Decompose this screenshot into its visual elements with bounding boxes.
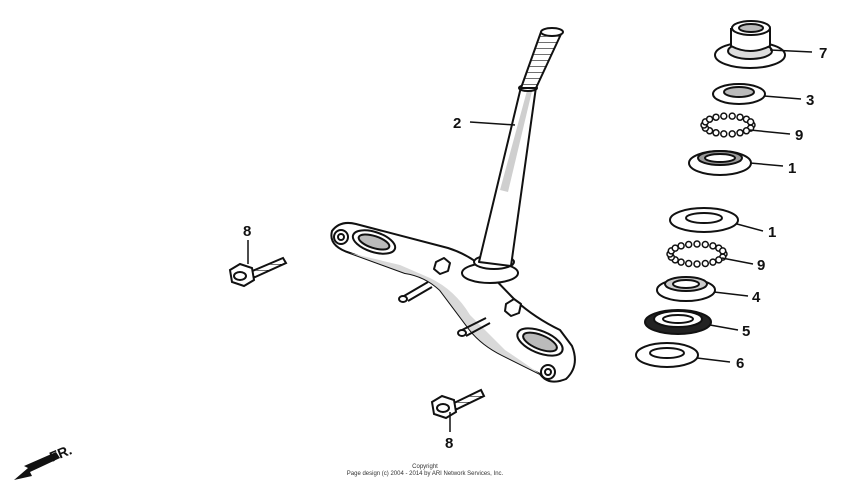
bearing-ball xyxy=(684,240,693,249)
bearing-ball xyxy=(701,259,710,268)
bearing-ball xyxy=(677,258,685,266)
bearing-ball xyxy=(705,115,714,123)
callout-7: 7 xyxy=(819,45,827,62)
part-4-cone xyxy=(656,276,716,302)
bearing-ball xyxy=(693,260,701,268)
bearing-ball xyxy=(720,112,728,120)
front-direction-label: FR. xyxy=(47,441,74,464)
callout-8-left: 8 xyxy=(243,223,251,240)
part-9-balls-upper xyxy=(700,112,756,138)
callout-4: 4 xyxy=(752,289,761,306)
copyright-line-1: Copyright xyxy=(412,464,438,470)
bearing-ball xyxy=(712,113,720,121)
callout-1-lower: 1 xyxy=(768,224,776,241)
bearing-ball xyxy=(677,242,685,250)
part-3-race xyxy=(712,83,766,105)
part-7-adjusting-nut xyxy=(714,20,786,69)
callout-8-bottom: 8 xyxy=(445,435,453,452)
bearing-ball xyxy=(728,112,736,120)
bearing-ball xyxy=(728,130,736,138)
bearing-ball xyxy=(684,259,693,268)
bearing-ball xyxy=(709,242,717,250)
bearing-ball xyxy=(742,127,751,135)
bearing-ball xyxy=(693,240,701,248)
bolt-bottom xyxy=(430,388,486,420)
bearing-ball xyxy=(720,130,728,138)
bearing-ball xyxy=(746,118,755,126)
bearing-ball xyxy=(718,247,727,255)
part-9-balls-lower xyxy=(666,240,728,268)
bottom-bridge-shading xyxy=(350,253,540,374)
part-1-race-upper xyxy=(688,150,752,176)
copyright-line-2: Page design (c) 2004 - 2014 by ARI Netwo… xyxy=(346,471,504,477)
bearing-ball xyxy=(715,256,723,264)
bearing-ball xyxy=(671,244,679,252)
callout-3: 3 xyxy=(806,92,814,109)
steering-stem xyxy=(330,27,576,383)
bearing-ball xyxy=(736,129,744,137)
callout-6: 6 xyxy=(736,355,744,372)
callout-5: 5 xyxy=(742,323,750,340)
leader-lines xyxy=(247,49,813,432)
part-5-dust-seal xyxy=(644,309,712,335)
bearing-ball xyxy=(709,258,717,266)
bolt-left xyxy=(228,256,288,288)
callout-9-lower: 9 xyxy=(757,257,765,274)
bearing-ball xyxy=(712,129,720,137)
bearing-ball xyxy=(736,113,744,121)
callout-1-upper: 1 xyxy=(788,160,796,177)
callout-9-upper: 9 xyxy=(795,127,803,144)
part-6-washer xyxy=(635,342,699,368)
part-1-race-lower xyxy=(669,207,739,233)
callout-2: 2 xyxy=(453,115,461,132)
front-arrow-icon: FR. xyxy=(14,441,74,480)
bearing-ball xyxy=(701,240,710,249)
